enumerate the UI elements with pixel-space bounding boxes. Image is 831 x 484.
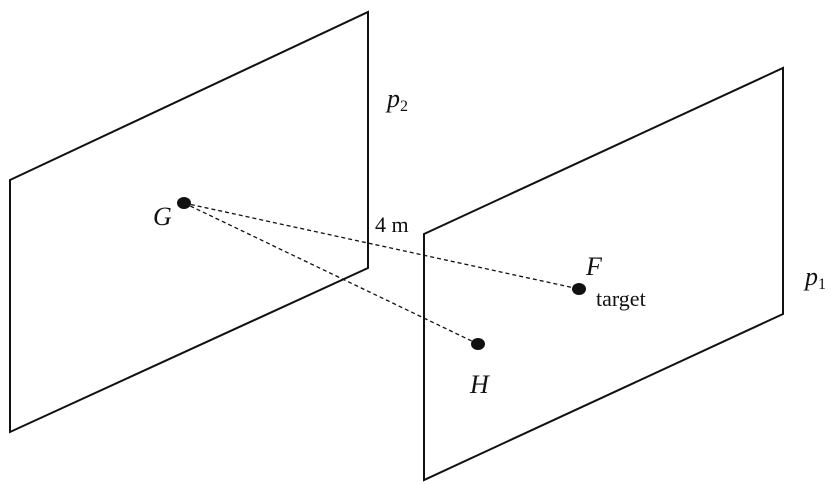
label-plane-p2-sub: 2 <box>400 98 408 115</box>
plane-p1 <box>423 66 784 482</box>
point-h-dot <box>471 338 485 350</box>
line-g-to-f <box>183 202 580 290</box>
label-plane-p2-main: p <box>385 84 400 113</box>
point-f-dot <box>572 283 586 295</box>
point-g-dot <box>177 197 191 209</box>
line-g-to-h <box>183 202 479 345</box>
label-distance: 4 m <box>375 212 409 237</box>
label-point-h: H <box>469 370 490 399</box>
label-target: target <box>596 286 646 311</box>
plane-p2 <box>9 10 369 434</box>
label-point-f: F <box>585 252 603 281</box>
label-plane-p1: p1 <box>803 262 826 293</box>
label-point-g: G <box>153 202 172 231</box>
label-plane-p1-sub: 1 <box>818 276 826 293</box>
label-plane-p1-main: p <box>803 262 818 291</box>
label-plane-p2: p2 <box>385 84 408 115</box>
